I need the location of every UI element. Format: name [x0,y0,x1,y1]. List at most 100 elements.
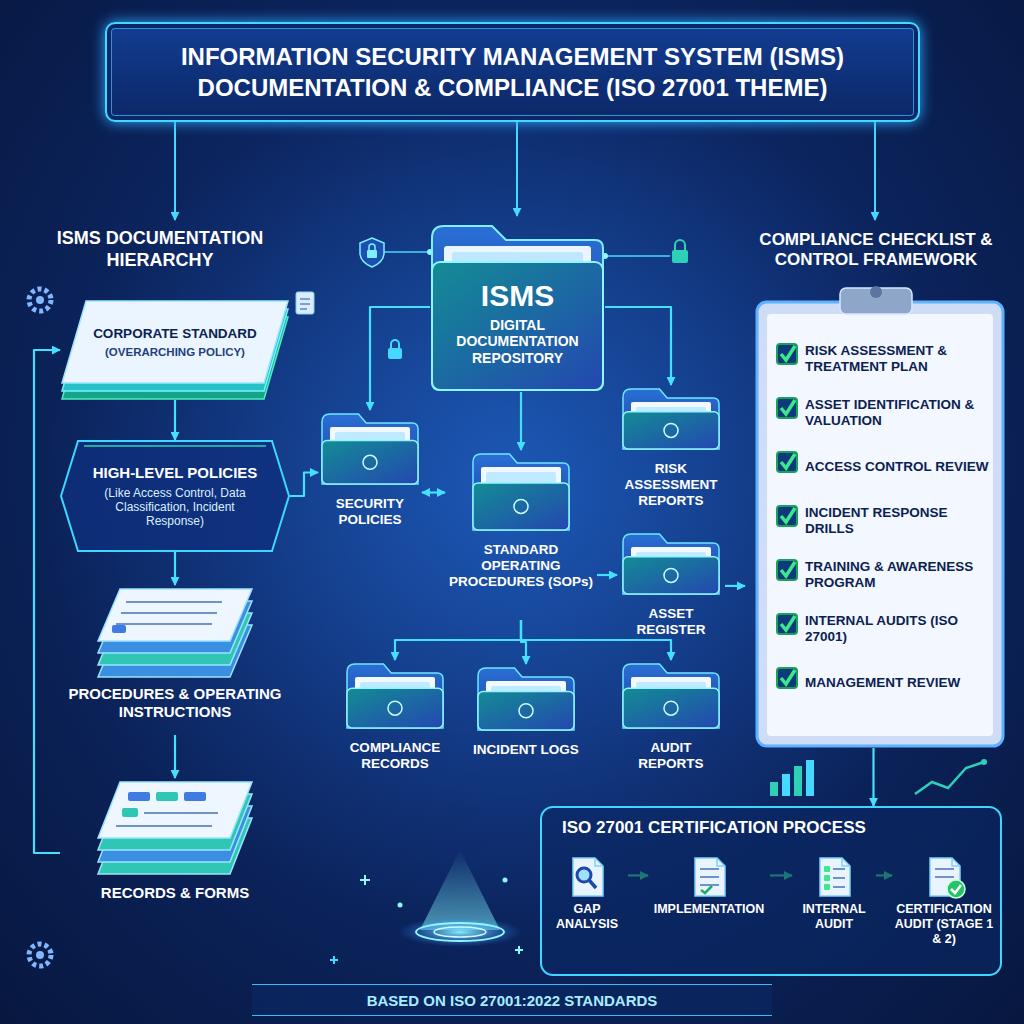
process-step-shape [833,877,845,879]
document-stack-text: RECORDS & FORMS [101,884,249,902]
shield-lock [367,250,377,258]
document-stack-shape [128,792,150,801]
process-step-shape [595,858,603,866]
checklist-clipboard-shape [767,314,993,736]
checklist-item-text: INCIDENT RESPONSE DRILLS [805,505,993,537]
document-folder-shape [363,455,377,469]
process-step-shape [935,868,954,870]
checklist-item-shape [777,506,797,526]
policy-layer-text: HIGH-LEVEL POLICIES [93,464,258,482]
document-folder-shape [335,432,405,464]
policy-layer-text: (Like Access Control, Data Classificatio… [90,486,260,528]
repository-folder-shape [452,252,583,276]
caption-text: BASED ON ISO 27001:2022 STANDARDS [367,992,658,1009]
document-folder-shape [481,467,561,505]
policy-layer-shape [84,445,266,447]
process-step-text: GAP ANALYSIS [547,902,627,932]
sparkle [330,956,338,964]
circuit-line [384,251,430,253]
connector-arrow [290,473,318,497]
process-step-shape [930,858,965,898]
process-step-shape [833,886,845,888]
chart-line [981,759,987,765]
document-folder-shape [347,688,443,728]
document-folder-shape [623,389,719,449]
document-stack-shape [98,794,252,850]
document-stack-shape [184,792,206,801]
process-step-shape [952,858,960,866]
checklist-item-shape [777,560,797,580]
document-stack-shape [98,806,252,862]
document-folder: STANDARD OPERATING PROCEDURES (SOPs) [445,450,597,620]
connector-arrow [174,735,176,778]
document-folder-shape [360,682,430,711]
shield-icon [360,238,384,267]
connectors [34,307,892,875]
circuit-dot [427,249,433,255]
document-stack-shape [98,782,252,874]
document-icon [296,292,314,314]
document-folder-shape [623,412,719,449]
process-step: CERTIFICATION AUDIT (STAGE 1 & 2) [892,856,996,964]
process-step-shape [824,866,830,872]
connector-arrow [628,874,648,876]
repository-folder-shape [444,246,591,276]
document-stack-shape [98,589,252,641]
document-folder-shape [347,664,443,728]
connector-arrow [174,552,176,585]
checklist-item-shape [777,560,797,580]
document-folder-shape [491,686,561,714]
glow-ring [434,927,486,937]
document-stack-shape [98,601,252,653]
sparkle [515,946,523,954]
document-folder: INCIDENT LOGS [470,664,582,776]
policy-layer-text: (OVERARCHING POLICY) [105,346,245,360]
document-folder-shape [445,450,597,620]
document-stack: RECORDS & FORMS [60,778,290,928]
policy-layer-shape [62,317,288,399]
document-stack-shape [98,613,252,665]
document-folder-shape [330,427,410,462]
document-folder-text: ASSET REGISTER [619,606,723,638]
document-stack-shape [156,792,178,801]
checklist-item-shape [777,452,797,472]
document-folder-shape [623,389,719,449]
process-step-shape [930,858,960,896]
document-stack-shape [144,812,218,814]
checklist-item-shape [777,344,797,364]
process-step-shape [701,886,712,893]
circuit-line [605,255,670,257]
process-step-shape [824,884,830,890]
document-folder-shape [514,499,528,513]
document-folder-shape [631,547,711,577]
document-stack: PROCEDURES & OPERATING INSTRUCTIONS [60,585,290,735]
title-text: INFORMATION SECURITY MANAGEMENT SYSTEM (… [127,41,898,103]
document-stack-shape [98,782,252,838]
process-step-shape [695,858,725,896]
checklist-clipboard: COMPLIANCE CHECKLIST & CONTROL FRAMEWORK… [745,228,1007,748]
gear-icon [36,951,44,959]
checklist-item-shape [777,398,797,418]
checklist-item-shape [781,400,795,414]
connector-arrow [422,491,445,493]
document-folder-shape [355,677,435,709]
title-link [174,122,176,220]
gear-icon [29,289,51,311]
repository-folder-text: ISMS [481,278,554,313]
document-folder-text: STANDARD OPERATING PROCEDURES (SOPs) [447,542,595,590]
document-folder-text: COMPLIANCE RECORDS [332,740,458,772]
document-folder-shape [631,402,711,432]
shield-lock [369,244,375,250]
repository-folder-shape [432,226,603,390]
document-folder-shape [478,692,574,730]
checklist-item-shape [781,508,795,522]
checklist-clipboard-shape [757,302,1003,746]
document-folder-shape [623,534,719,594]
document-folder-shape [473,454,569,530]
connector-arrow [872,748,874,806]
caption-band: BASED ON ISO 27001:2022 STANDARDS [252,984,772,1016]
checklist-item: INCIDENT RESPONSE DRILLS [775,498,997,544]
process-step-text: IMPLEMENTATION [654,902,765,917]
document-folder-text: AUDIT REPORTS [619,740,723,772]
